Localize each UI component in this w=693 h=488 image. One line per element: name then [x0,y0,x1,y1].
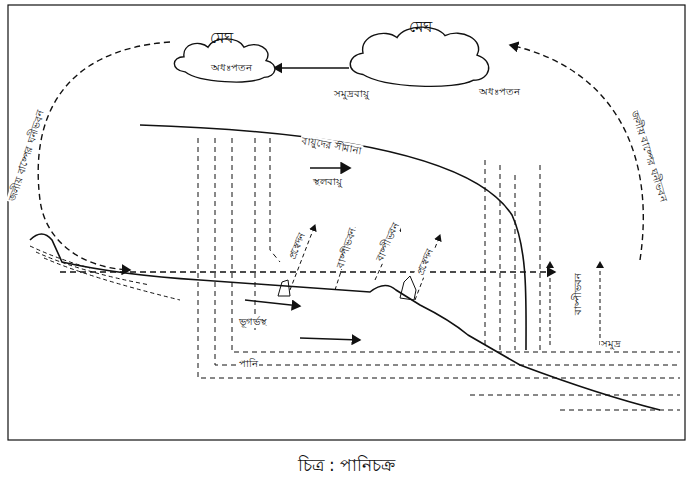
process-label: অধঃপতন [478,86,521,98]
cloud-node: মেঘ [170,36,280,85]
process-label: ভূগর্ভস্থ [238,316,268,328]
process-label: বাষ্পীভবন [572,272,584,316]
process-label: প্রস্বেদন [286,230,308,262]
process-label: স্থলবায়ু [312,176,343,188]
process-label: প্রস্বেদন [414,246,436,278]
wind-arrow [274,67,349,68]
process-label: বাষ্পীভবন [374,219,403,264]
process-label: পানি [238,358,259,370]
process-label: বায়ুদের সীমানা [299,135,363,158]
process-label: সমুদ্র [600,338,622,350]
caption: চিত্র : পানিচক্র [0,452,693,480]
cloud-label: মেঘ [210,26,233,51]
edge-label: সমুদ্রবায়ু [333,88,370,100]
process-label: জলীয় বাষ্পের ঘনীভবন [6,108,47,204]
process-label: বাষ্পীভবন [334,225,359,271]
cloud-node: মেঘ [345,24,495,90]
process-label: অধঃপতন [210,62,253,74]
cloud-label: মেঘ [409,15,432,40]
